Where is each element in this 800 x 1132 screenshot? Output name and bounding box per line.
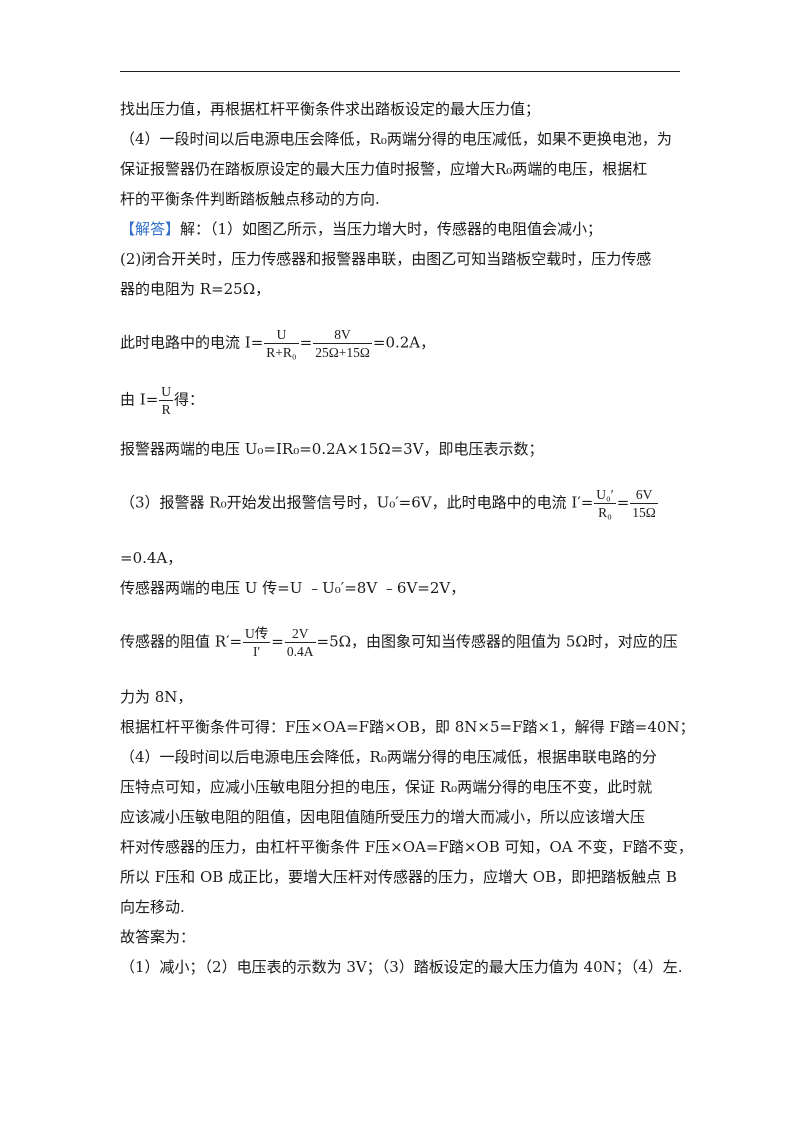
text-span: =5Ω，由图象可知当传感器的阻值为 5Ω时，对应的压	[316, 632, 678, 651]
text-span: （3）报警器 R₀开始发出报警信号时，U₀′=6V，此时电路中的电流 I′=	[120, 493, 594, 512]
text-span: =	[299, 333, 313, 352]
fraction-denominator: R	[161, 402, 171, 417]
fraction-numerator: 2V	[284, 625, 316, 643]
text-line: 找出压力值，再根据杠杆平衡条件求出踏板设定的最大压力值；	[120, 100, 541, 118]
text-span: =0.2A，	[372, 333, 436, 352]
text-line: 所以 F压和 OB 成正比，要增大压杆对传感器的压力，应增大 OB，即把踏板触点…	[120, 868, 677, 886]
text-line: 器的电阻为 R=25Ω，	[120, 280, 271, 298]
fraction-numerator: 8V	[313, 326, 372, 344]
fraction-denominator: 25Ω+15Ω	[315, 345, 370, 360]
text-line: 压特点可知，应减小压敏电阻分担的电压，保证 R₀两端分得的电压不变，此时就	[120, 778, 653, 796]
fraction-denominator: I′	[252, 644, 261, 659]
text-span: 此时电路中的电流 I=	[120, 333, 264, 352]
text-line: （4）一段时间以后电源电压会降低，R₀两端分得的电压减低，如果不更换电池，为	[120, 130, 672, 148]
answer-tag: 【解答】	[120, 220, 181, 238]
fraction-denominator: 15Ω	[632, 505, 656, 520]
text-span: 传感器的阻值 R′=	[120, 632, 243, 651]
solution-text: 找出压力值，再根据杠杆平衡条件求出踏板设定的最大压力值； （4）一段时间以后电源…	[120, 94, 695, 982]
text-span: 得：	[174, 390, 205, 409]
text-line: 杆对传感器的压力，由杠杆平衡条件 F压×OA=F踏×OB 可知，OA 不变，F踏…	[120, 838, 693, 856]
text-line: 应该减小压敏电阻的阻值，因电阻值随所受压力的增大而减小，所以应该增大压	[120, 808, 646, 826]
text-span: =	[616, 493, 630, 512]
text-line: (2)闭合开关时，压力传感器和报警器串联，由图乙可知当踏板空载时，压力传感	[120, 250, 652, 268]
fraction-numerator: U传	[243, 626, 271, 643]
fraction-numerator: 6V	[630, 486, 658, 504]
text-line: 传感器两端的电压 U 传=U ﹣U₀′=8V ﹣6V=2V，	[120, 579, 466, 597]
text-span: 由 I=	[120, 390, 159, 409]
fraction-numerator: U	[159, 384, 174, 401]
text-span: 解：（1）如图乙所示，当压力增大时，传感器的电阻值会减小；	[180, 220, 603, 238]
final-answer-line: （1）减小；（2）电压表的示数为 3V；（3）踏板设定的最大压力值为 40N；（…	[120, 958, 683, 976]
fraction-denominator: R₀	[598, 505, 612, 520]
text-line: =0.4A，	[120, 549, 183, 567]
answer-heading-line: 【解答】解：（1）如图乙所示，当压力增大时，传感器的电阻值会减小；	[120, 214, 685, 244]
text-line: 向左移动.	[120, 898, 185, 916]
formula-line-alarm: （3）报警器 R₀开始发出报警信号时，U₀′=6V，此时电路中的电流 I′=U₀…	[120, 486, 685, 521]
text-line: 故答案为：	[120, 928, 196, 946]
text-line: 保证报警器仍在踏板原设定的最大压力值时报警，应增大R₀两端的电压，根据杠	[120, 160, 648, 178]
text-line: 报警器两端的电压 U₀=IR₀=0.2A×15Ω=3V，即电压表示数；	[120, 440, 544, 458]
text-line: 根据杠杆平衡条件可得：F压×OA=F踏×OB，即 8N×5=F踏×1，解得 F踏…	[120, 718, 695, 736]
fraction-numerator: U	[264, 326, 299, 344]
header-rule	[120, 71, 680, 72]
text-line: 杆的平衡条件判断踏板触点移动的方向.	[120, 190, 380, 208]
fraction-numerator: U₀′	[594, 487, 616, 504]
fraction-denominator: R+R₀	[266, 345, 297, 360]
text-span: =	[271, 632, 284, 651]
text-line: 力为 8N，	[120, 688, 193, 706]
text-line: （4）一段时间以后电源电压会降低，R₀两端分得的电压减低，根据串联电路的分	[120, 748, 657, 766]
fraction-denominator: 0.4A	[286, 644, 314, 659]
fraction: U₀′R₀	[594, 486, 616, 521]
